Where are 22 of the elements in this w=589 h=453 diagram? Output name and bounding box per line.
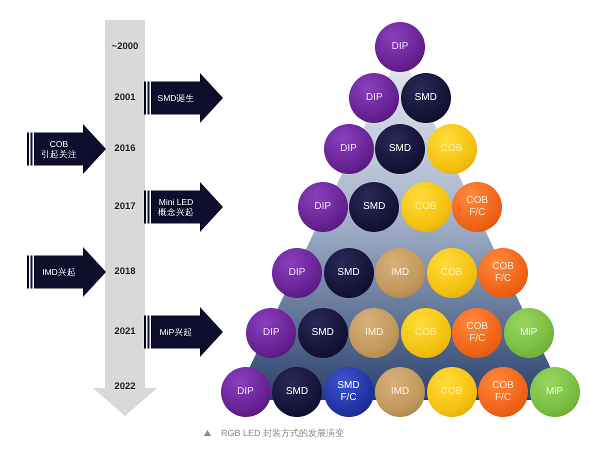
packaging-circle: COB (426, 124, 476, 174)
packaging-circle: SMD (272, 367, 322, 417)
packaging-circle: DIP (375, 22, 425, 72)
packaging-circle: DIP (298, 182, 348, 232)
packaging-circle: DIP (272, 248, 322, 298)
packaging-circle: DIP (349, 73, 400, 123)
packaging-circle: DIP (324, 124, 374, 174)
packaging-circle: COB F/C (452, 182, 502, 232)
packaging-circle: IMD (375, 367, 425, 417)
year-label: 2017 (113, 201, 137, 213)
year-label: 2001 (113, 92, 137, 104)
year-label: 2018 (113, 266, 137, 278)
year-label: 2021 (113, 326, 137, 338)
year-label: 2022 (113, 381, 137, 393)
figure-caption: RGB LED 封装方式的发展演变 (221, 427, 344, 439)
packaging-circle: MiP (530, 367, 580, 417)
year-label: ~2000 (110, 41, 140, 53)
packaging-circle: DIP (220, 367, 270, 417)
packaging-circle: COB F/C (478, 367, 528, 417)
year-label: 2016 (113, 143, 137, 155)
packaging-circle: DIP (246, 308, 296, 358)
timeline-arrow (93, 20, 157, 416)
